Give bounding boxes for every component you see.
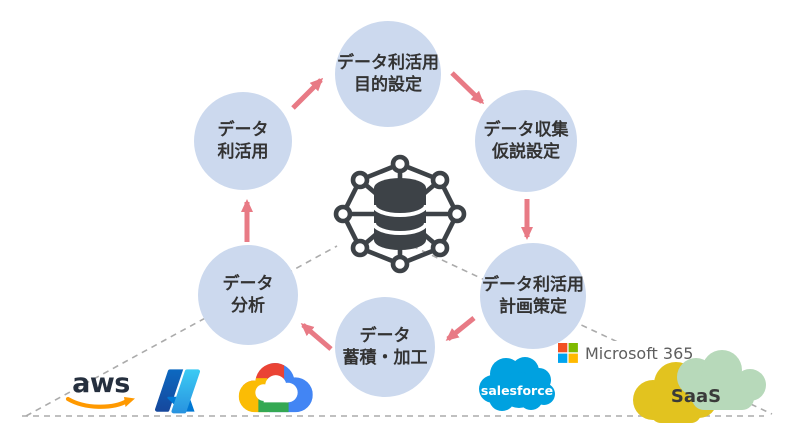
step-label-line1: データ xyxy=(222,273,274,294)
step-circle-purpose-setting: データ利活用 目的設定 xyxy=(335,21,441,127)
saas-clouds-icon: SaaS xyxy=(633,350,766,423)
aws-logo: aws xyxy=(63,368,139,412)
saas-logo-text: SaaS xyxy=(671,386,721,407)
step-label-line2: 計画策定 xyxy=(499,297,567,317)
salesforce-logo-text: salesforce xyxy=(481,383,553,398)
arrow-utilization-to-purpose xyxy=(291,77,324,110)
azure-logo-icon xyxy=(154,369,201,414)
step-label-line1: データ利活用 xyxy=(337,52,439,73)
step-label-line2: 目的設定 xyxy=(354,75,422,95)
step-circle-storage-processing: データ 蓄積・加工 xyxy=(335,297,435,397)
microsoft-squares-icon xyxy=(558,343,578,363)
step-label-line1: データ xyxy=(217,119,269,140)
arrow-planning-to-storage xyxy=(445,316,476,341)
google-cloud-logo-icon xyxy=(238,363,313,413)
arrow-storage-to-analysis xyxy=(300,323,333,351)
step-label-line1: データ xyxy=(359,325,411,346)
step-circle-data-analysis: データ 分析 xyxy=(198,245,298,345)
step-label-line2: 利活用 xyxy=(217,142,269,162)
aws-smile-swoosh-icon xyxy=(65,397,135,410)
arrow-purpose-to-collection xyxy=(450,71,485,105)
step-circle-data-utilization: データ 利活用 xyxy=(194,92,292,190)
step-label-line1: データ利活用 xyxy=(482,274,584,295)
step-label-line2: 蓄積・加工 xyxy=(342,348,428,368)
step-label-line1: データ収集 xyxy=(483,119,569,140)
step-label-line2: 分析 xyxy=(231,296,265,316)
aws-logo-text: aws xyxy=(72,368,130,399)
step-circle-plan-formulation: データ利活用 計画策定 xyxy=(480,243,586,349)
step-circle-data-collection: データ収集 仮説設定 xyxy=(475,90,577,192)
database-network-icon xyxy=(333,154,467,274)
salesforce-logo-icon: salesforce xyxy=(479,357,555,411)
step-label-line2: 仮説設定 xyxy=(492,142,560,162)
